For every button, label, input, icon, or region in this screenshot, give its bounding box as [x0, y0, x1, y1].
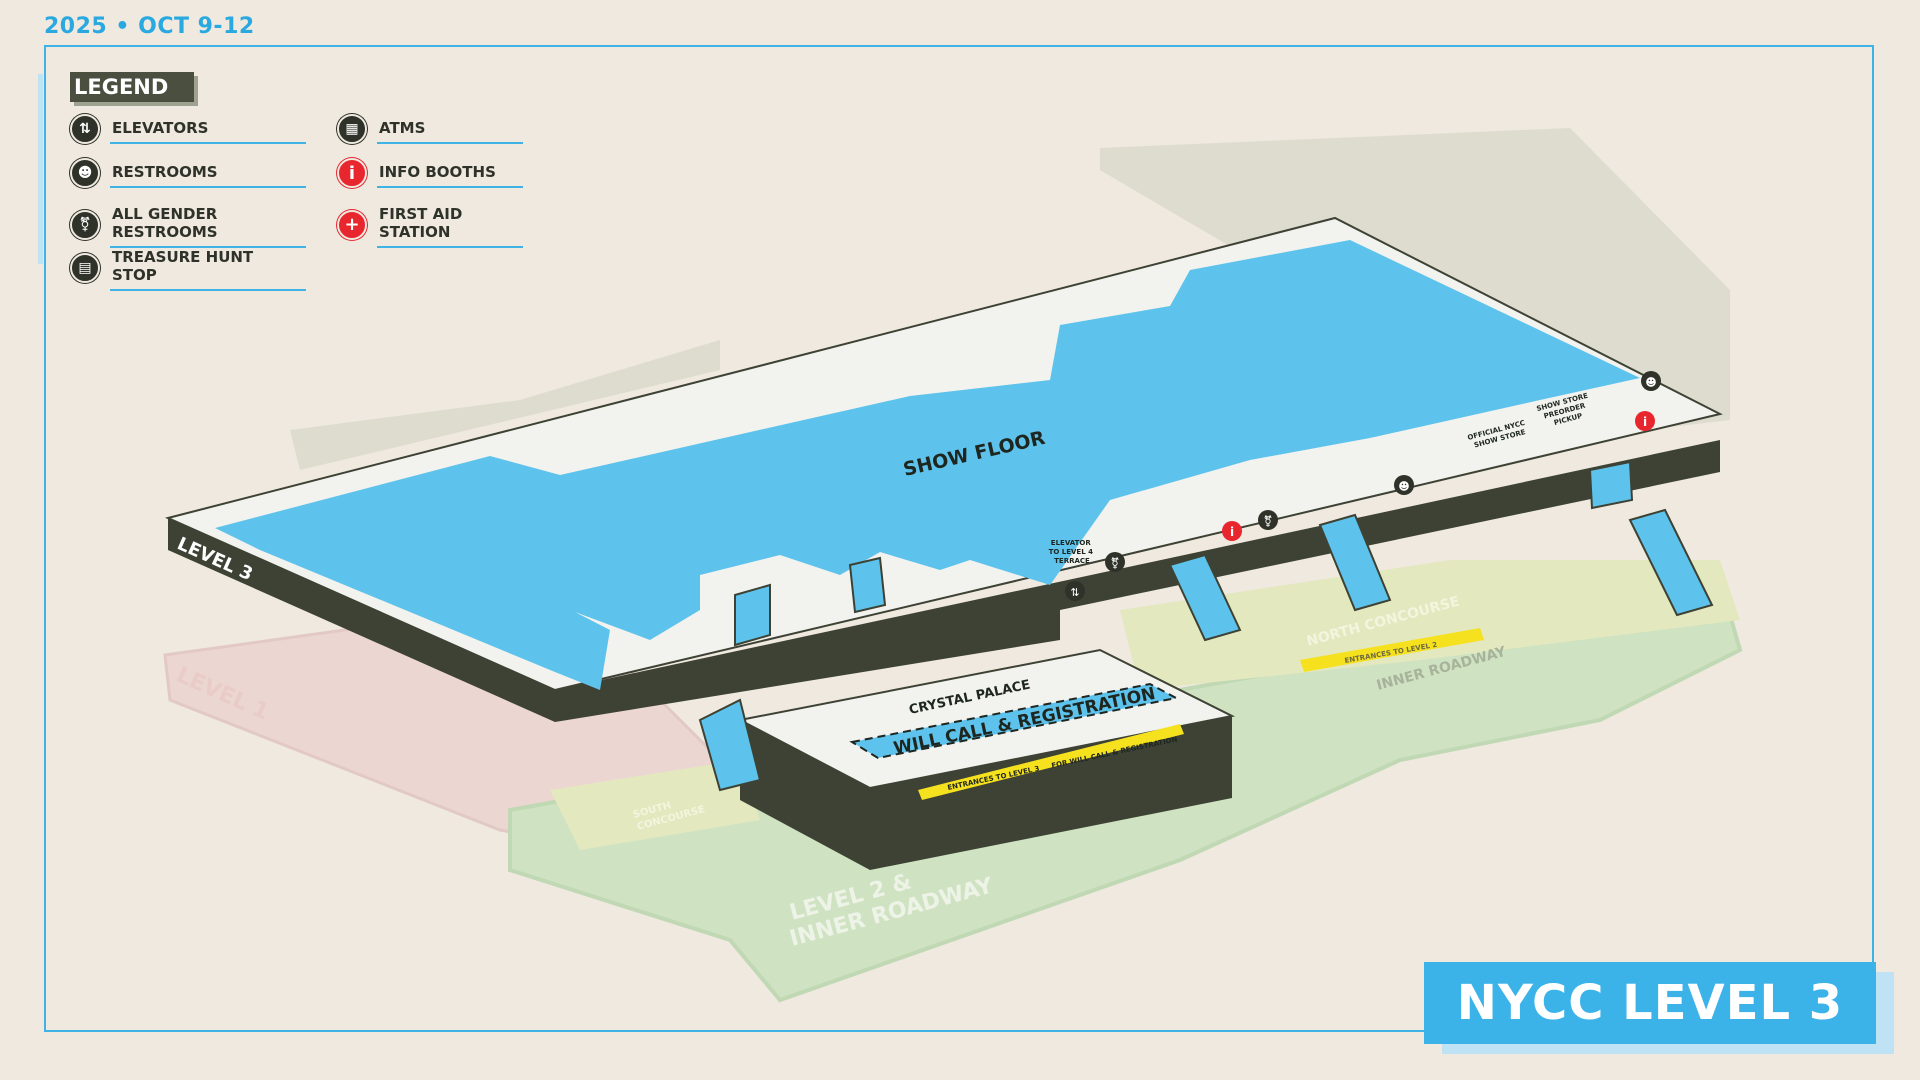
map-frame — [44, 45, 1874, 1032]
level-badge-title: NYCC LEVEL 3 — [1456, 975, 1844, 1031]
legend-label: INFO BOOTHS — [377, 159, 523, 188]
svg-text:i: i — [1643, 415, 1647, 429]
legend-item-info-booths: i INFO BOOTHS — [337, 158, 523, 188]
staircase — [1628, 508, 1714, 617]
restroom-icon[interactable]: ☻ — [1641, 371, 1661, 391]
level-3-right-wall — [555, 440, 1720, 722]
all-gender-restroom-icon: ⚧ — [70, 209, 100, 240]
staircase — [848, 556, 887, 614]
show-floor-area — [215, 240, 1640, 690]
legend-item-treasure-hunt-stop: ▤ TREASURE HUNT STOP — [70, 244, 306, 291]
event-date: 2025 • OCT 9-12 — [44, 14, 255, 39]
all-gender-restroom-icon[interactable]: ⚧ — [1258, 510, 1278, 530]
entrances-level-2-banner — [1300, 628, 1484, 672]
svg-text:⇅: ⇅ — [1070, 586, 1079, 599]
legend-item-all-gender-restrooms: ⚧ ALL GENDER RESTROOMS — [70, 201, 306, 248]
legend-item-first-aid-station: + FIRST AID STATION — [337, 201, 523, 248]
legend-item-restrooms: ☻ RESTROOMS — [70, 158, 306, 188]
entrances-level-3-banner — [918, 724, 1184, 800]
legend-label: ELEVATORS — [110, 115, 306, 144]
level-3-front-wall — [168, 518, 555, 722]
south-concourse-area — [550, 760, 760, 850]
atm-icon: ▦ — [337, 114, 367, 144]
staircase — [1588, 460, 1634, 510]
info-icon[interactable]: i — [1635, 411, 1655, 431]
staircase — [734, 583, 771, 647]
legend-item-atms: ▦ ATMS — [337, 114, 523, 144]
legend-label: ATMS — [377, 115, 523, 144]
legend-label: TREASURE HUNT STOP — [110, 244, 306, 291]
legend-item-elevators: ⇅ ELEVATORS — [70, 114, 306, 144]
level-badge: NYCC LEVEL 3 — [1424, 962, 1876, 1044]
legend-label: FIRST AID STATION — [377, 201, 523, 248]
elevator-icon[interactable]: ⇅ — [1065, 581, 1085, 601]
svg-text:☻: ☻ — [1645, 376, 1656, 389]
svg-text:⚧: ⚧ — [1110, 557, 1119, 570]
staircase — [698, 698, 762, 792]
elevator-terrace-label: ELEVATOR TO LEVEL 4 TERRACE — [1049, 539, 1096, 565]
all-gender-restroom-icon[interactable]: ⚧ — [1105, 552, 1125, 572]
info-icon: i — [337, 158, 367, 188]
background-building — [290, 340, 720, 470]
elevator-icon: ⇅ — [70, 114, 100, 144]
info-icon[interactable]: i — [1222, 521, 1242, 541]
treasure-chest-icon: ▤ — [70, 252, 100, 283]
legend-label: ALL GENDER RESTROOMS — [110, 201, 306, 248]
will-call-box-right — [870, 716, 1232, 870]
will-call-registration-area — [849, 682, 1179, 760]
svg-text:☻: ☻ — [1398, 480, 1409, 493]
will-call-box-front — [740, 720, 870, 870]
first-aid-icon: + — [337, 209, 367, 240]
staircase — [1318, 513, 1392, 612]
legend-title: LEGEND — [70, 72, 194, 102]
staircase — [1168, 553, 1242, 642]
svg-text:i: i — [1230, 525, 1234, 539]
north-concourse-area — [1120, 560, 1740, 690]
restroom-icon: ☻ — [70, 158, 100, 188]
legend-label: RESTROOMS — [110, 159, 306, 188]
restroom-icon[interactable]: ☻ — [1394, 475, 1414, 495]
svg-text:⚧: ⚧ — [1263, 515, 1272, 528]
legend-accent-bar — [38, 74, 43, 264]
